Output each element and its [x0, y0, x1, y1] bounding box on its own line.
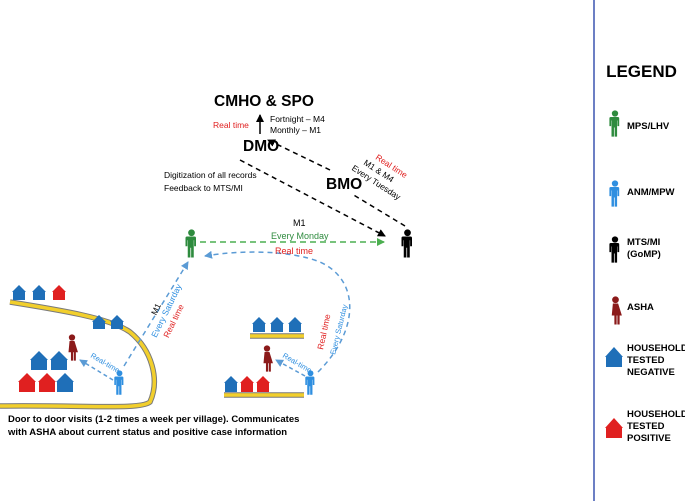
- legend-label-mts: MTS/MI (GoMP): [627, 237, 661, 261]
- mps-lhv-figure: [185, 229, 196, 258]
- house-negative-icon: [50, 351, 68, 370]
- arrow-anm-asha-right: [275, 359, 306, 377]
- village-road-left: [0, 299, 157, 410]
- legend-pos-text-3: POSITIVE: [627, 433, 671, 444]
- label-mps-mts-realtime: Real time: [275, 246, 313, 256]
- house-positive-icon: [240, 376, 254, 392]
- legend-neg-text-1: HOUSEHOLD: [627, 343, 685, 354]
- label-anm2-mps-freq: Every Saturday: [328, 303, 349, 355]
- house-positive-icon: [256, 376, 270, 392]
- households-left-top: [12, 285, 66, 300]
- legend-pos-text-1: HOUSEHOLD: [627, 409, 685, 420]
- anm-icon: [609, 180, 620, 207]
- house-negative-icon: [224, 376, 238, 392]
- house-positive-icon: [18, 373, 36, 392]
- cmho-spo-node: CMHO & SPO: [214, 93, 314, 110]
- house-negative-legend-icon: [605, 347, 623, 367]
- house-positive-legend-icon: [605, 418, 623, 438]
- dmo-note-feedback: Feedback to MTS/MI: [164, 183, 243, 193]
- legend-mps-text: MPS/LHV: [627, 121, 670, 132]
- mts-icon: [609, 236, 620, 263]
- diagram-caption: Door to door visits (1-2 times a week pe…: [8, 414, 300, 438]
- legend-mts-text-1: MTS/MI: [627, 237, 661, 248]
- house-negative-icon: [12, 285, 26, 300]
- dmo-note-digitization: Digitization of all records: [164, 170, 257, 180]
- legend-neg-text-3: NEGATIVE: [627, 367, 675, 378]
- legend-pos-text-2: TESTED: [627, 421, 665, 432]
- house-negative-icon: [270, 317, 284, 332]
- arrow-bmo-dmo: [267, 139, 331, 171]
- house-positive-icon: [52, 285, 66, 300]
- label-anm-mps-m: M1: [149, 301, 163, 316]
- households-right-bottom: [224, 376, 270, 392]
- mps-icon: [609, 110, 620, 137]
- label-dmo-cmho-monthly: Monthly – M1: [270, 125, 321, 135]
- house-negative-icon: [92, 315, 106, 329]
- legend-label-mps: MPS/LHV: [627, 121, 669, 133]
- legend-neg-text-2: TESTED: [627, 355, 665, 366]
- label-dmo-cmho-realtime: Real time: [213, 120, 249, 130]
- village-road-right: [224, 333, 304, 398]
- legend-label-asha: ASHA: [627, 302, 654, 314]
- arrow-anm-left-mps: [123, 261, 189, 367]
- house-positive-icon: [38, 373, 56, 392]
- legend-label-anm: ANM/MPW: [627, 187, 675, 199]
- arrow-mts-bmo: [351, 193, 406, 227]
- house-negative-icon: [252, 317, 266, 332]
- legend-label-negative: HOUSEHOLD TESTED NEGATIVE: [627, 343, 685, 379]
- mts-mi-figure: [401, 229, 412, 258]
- anm-figure-right: [305, 370, 315, 395]
- households-right-top: [252, 317, 302, 332]
- house-negative-icon: [32, 285, 46, 300]
- label-anm-asha-left: Real-time: [89, 351, 121, 375]
- households-left-mid: [92, 315, 124, 329]
- bmo-node: BMO: [326, 176, 362, 193]
- asha-figure-left: [68, 334, 78, 361]
- legend-title: LEGEND: [606, 62, 677, 81]
- label-mps-mts-freq: Every Monday: [271, 231, 329, 241]
- legend-label-positive: HOUSEHOLD TESTED POSITIVE: [627, 409, 685, 445]
- house-negative-icon: [110, 315, 124, 329]
- label-mps-mts-m: M1: [293, 218, 306, 228]
- label-dmo-cmho-fortnight: Fortnight – M4: [270, 114, 325, 124]
- house-negative-icon: [288, 317, 302, 332]
- arrow-anm-right-mps: [204, 250, 351, 373]
- dmo-node: DMO: [243, 138, 279, 155]
- asha-figure-right: [263, 345, 273, 372]
- households-left-cluster: [18, 351, 74, 392]
- house-negative-icon: [56, 373, 74, 392]
- legend-asha-text: ASHA: [627, 302, 654, 313]
- legend-anm-text: ANM/MPW: [627, 187, 675, 198]
- arrow-dmo-mts: [239, 159, 386, 237]
- asha-icon: [611, 296, 622, 325]
- legend-icons: [605, 110, 623, 438]
- house-negative-icon: [30, 351, 48, 370]
- legend-mts-text-2: (GoMP): [627, 249, 661, 260]
